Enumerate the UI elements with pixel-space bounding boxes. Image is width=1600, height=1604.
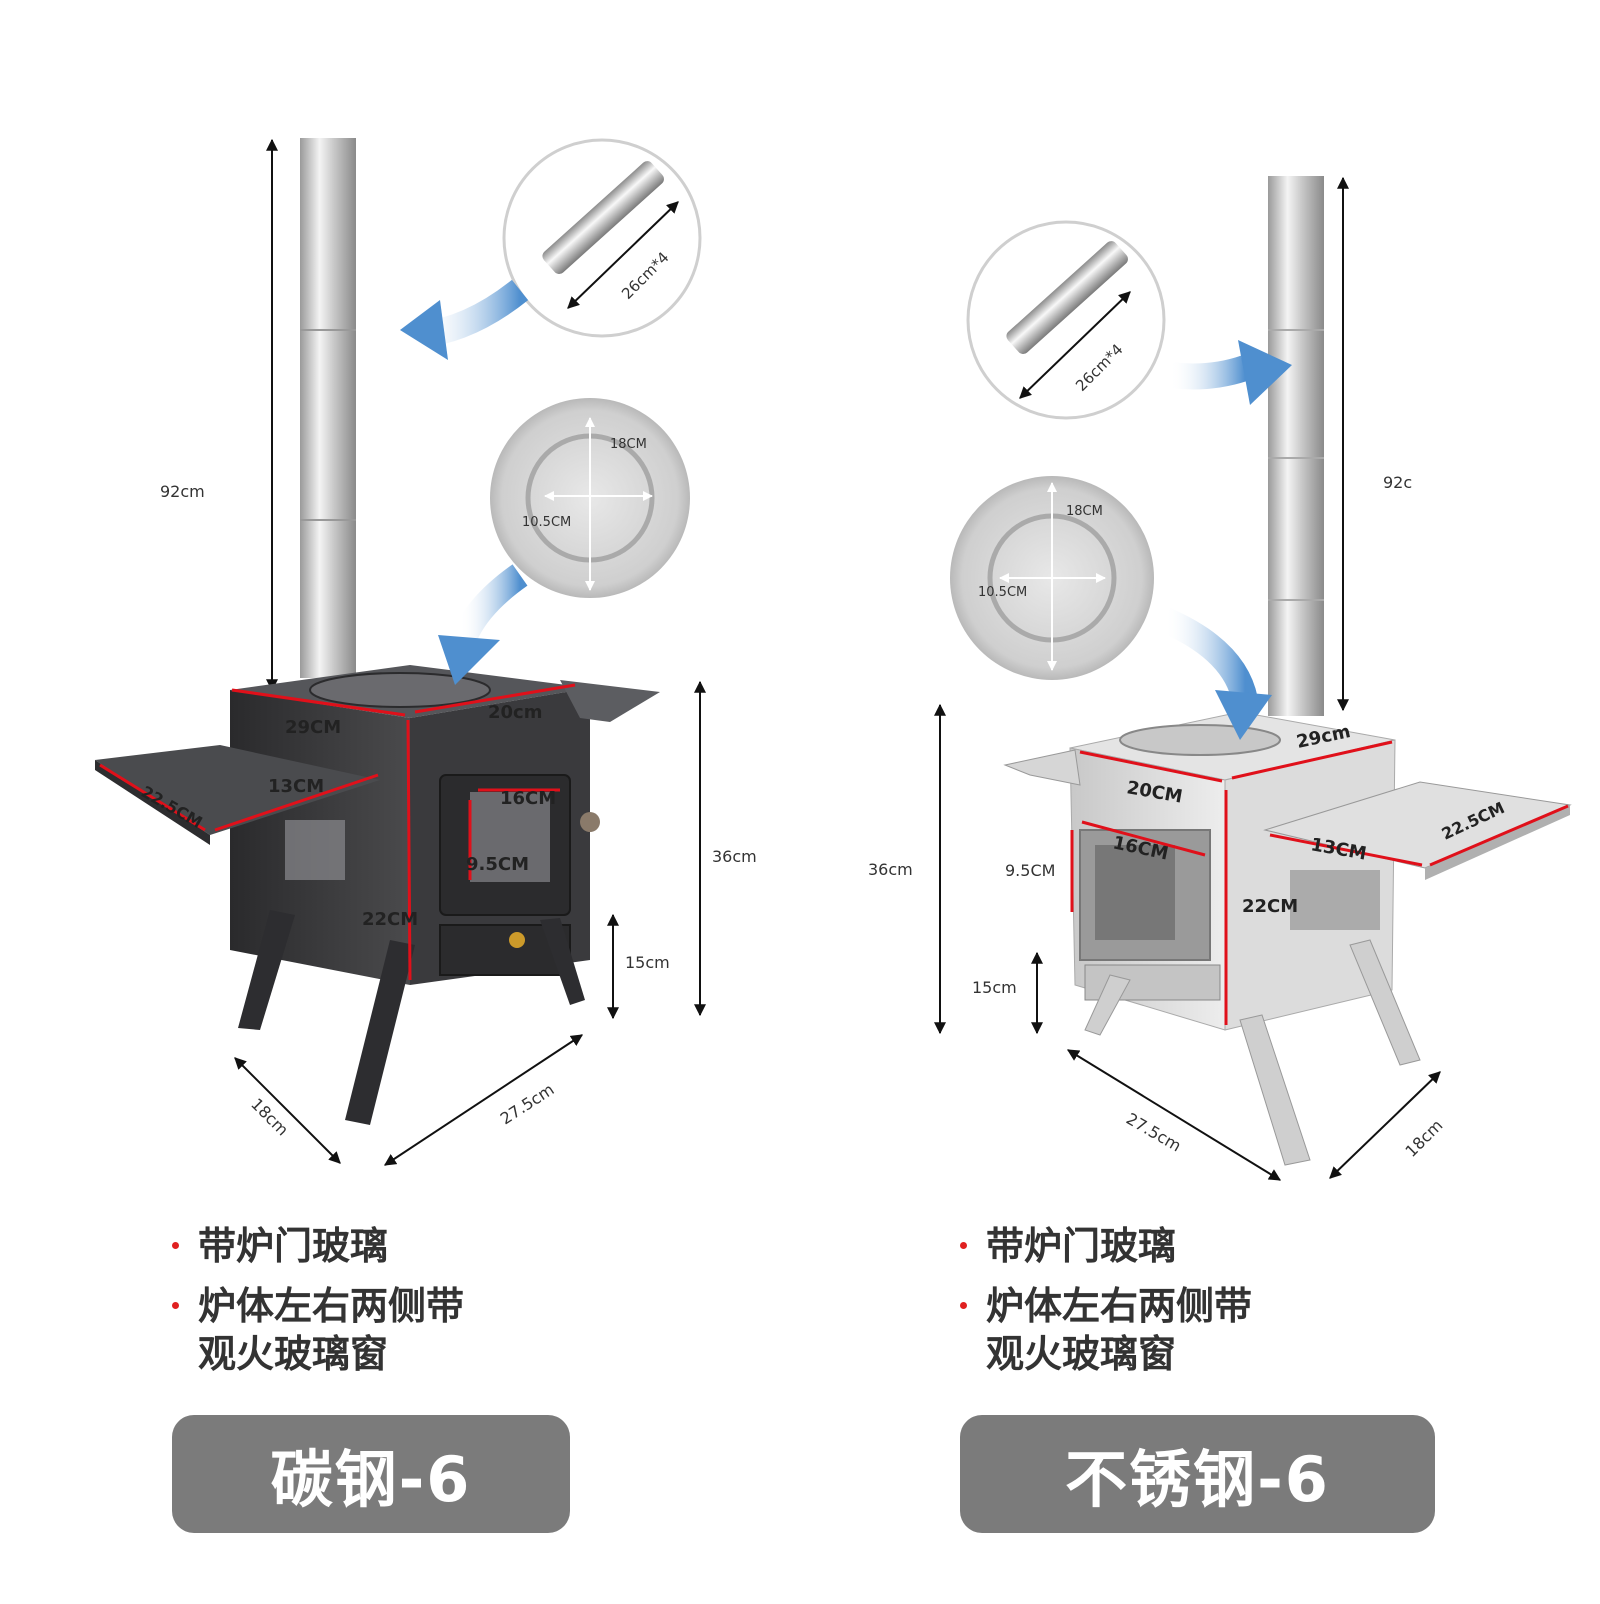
red-dimension-lines [1070, 740, 1569, 1025]
leg [1084, 974, 1131, 1036]
leg [1349, 939, 1421, 1066]
feature-item: 炉体左右两侧带 观火玻璃窗 [960, 1282, 1252, 1378]
feature-text: 带炉门玻璃 [198, 1224, 389, 1268]
leg [238, 910, 295, 1030]
bullet-dot [172, 1242, 179, 1249]
chimney-pipe [1268, 176, 1324, 716]
right-stove-illustration: 92c 20CM 29cm 16CM 9.5CM 22CM [868, 176, 1572, 1181]
bullet-dot [960, 1242, 967, 1249]
side-window [1290, 870, 1380, 930]
dim-stove-height: 36cm [712, 847, 757, 866]
dim-top-depth: 29CM [285, 717, 341, 738]
dim-body-height: 22CM [362, 909, 418, 930]
feature-item: 炉体左右两侧带 观火玻璃窗 [172, 1282, 464, 1378]
blue-arrow [1168, 355, 1250, 390]
feature-text: 炉体左右两侧带 [198, 1284, 465, 1328]
dim-base-depth: 18cm [1401, 1116, 1446, 1161]
feature-text: 炉体左右两侧带 [986, 1284, 1253, 1328]
feature-text: 观火玻璃窗 [986, 1332, 1177, 1376]
feature-item: 带炉门玻璃 [172, 1222, 464, 1270]
dim-lid-inner: 10.5CM [522, 515, 571, 530]
pipe-callout [966, 220, 1166, 420]
side-shelf [95, 745, 380, 835]
leg [345, 940, 415, 1125]
dim-leg-height: 15cm [625, 953, 670, 972]
side-window [285, 820, 345, 880]
dim-base-width: 27.5cm [497, 1080, 558, 1129]
dim-top-width: 20cm [488, 702, 542, 723]
dim-body-height: 22CM [1242, 896, 1298, 917]
chimney-pipe [300, 138, 356, 678]
dim-shelf-width: 13CM [268, 776, 324, 797]
right-model-label: 不锈钢-6 [960, 1415, 1435, 1533]
bullet-dot [172, 1302, 179, 1309]
door-glass [470, 792, 550, 882]
dim-door-width: 16CM [500, 788, 556, 809]
feature-item: 带炉门玻璃 [960, 1222, 1252, 1270]
leg [540, 918, 585, 1005]
dim-height-total: 92c [1383, 473, 1412, 492]
right-feature-list: 带炉门玻璃 炉体左右两侧带 观火玻璃窗 [960, 1222, 1252, 1390]
feature-text: 带炉门玻璃 [986, 1224, 1177, 1268]
door-knob [580, 812, 600, 832]
left-model-label: 碳钢-6 [172, 1415, 570, 1533]
dim-lid-inner: 10.5CM [978, 585, 1027, 600]
dim-door-height: 9.5CM [1005, 861, 1055, 880]
leg [1239, 1014, 1311, 1166]
pipe-callout [502, 138, 702, 338]
door-glass [1095, 845, 1175, 940]
dim-base-depth: 18cm [247, 1094, 292, 1139]
dim-height-total: 92cm [160, 482, 205, 501]
left-stove-illustration: 92cm 29CM 20cm 22 [95, 138, 757, 1166]
dim-lid-outer: 18CM [610, 437, 647, 452]
left-feature-list: 带炉门玻璃 炉体左右两侧带 观火玻璃窗 [172, 1222, 464, 1390]
dim-lid-outer: 18CM [1066, 504, 1103, 519]
feature-text: 观火玻璃窗 [198, 1332, 389, 1376]
bullet-dot [960, 1302, 967, 1309]
dim-door-height: 9.5CM [466, 854, 529, 875]
blue-arrow [1159, 608, 1258, 704]
dim-stove-height: 36cm [868, 860, 913, 879]
dim-leg-height: 15cm [972, 978, 1017, 997]
red-dimension-lines [99, 683, 576, 981]
